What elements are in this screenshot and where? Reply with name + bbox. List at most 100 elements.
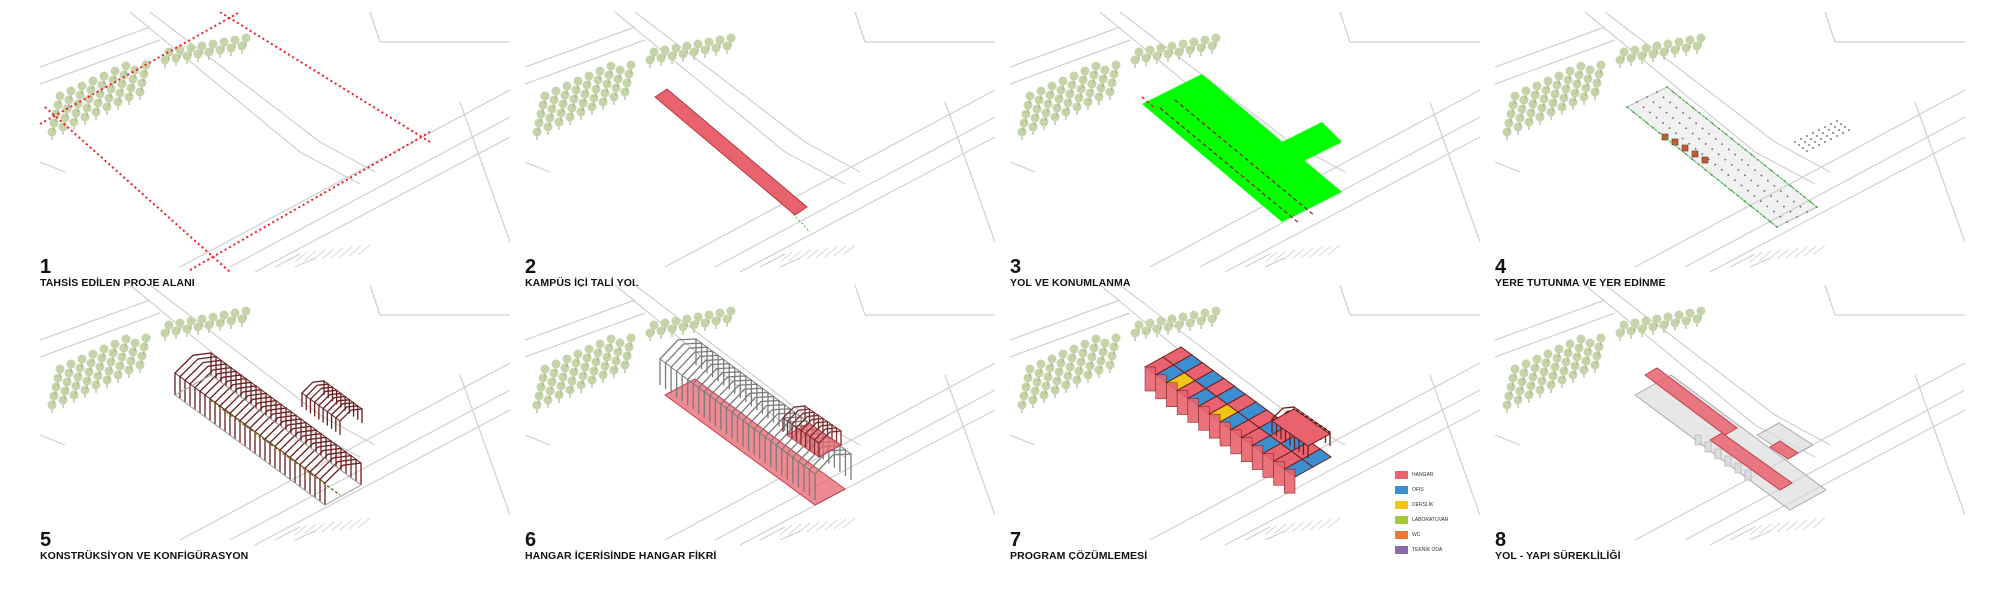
tree-icon — [1047, 354, 1057, 364]
tree-icon — [1537, 376, 1547, 386]
road-line — [274, 253, 301, 268]
tree-icon — [1030, 386, 1040, 396]
legend-label: WC — [1412, 532, 1421, 538]
tree-icon — [82, 376, 92, 386]
portal-frame — [326, 398, 350, 426]
pile-dot — [1704, 143, 1707, 145]
tree-icon — [611, 356, 621, 366]
tree-icon — [600, 88, 610, 98]
tree-icon — [1111, 60, 1121, 70]
tree-icon — [534, 118, 544, 128]
tree-icon — [693, 312, 703, 322]
tree-icon — [64, 368, 74, 378]
portal-frame — [229, 392, 267, 436]
tree-icon — [164, 47, 174, 57]
tree-icon — [139, 69, 149, 79]
tree-icon — [1189, 310, 1199, 320]
boundary-line — [219, 12, 431, 143]
tree-icon — [593, 75, 603, 85]
tree-icon — [1590, 87, 1600, 97]
tree-icon — [606, 61, 616, 71]
tree-icon — [591, 84, 601, 94]
pile-dot — [1818, 144, 1820, 146]
tree-icon — [1109, 342, 1119, 352]
tree-icon — [106, 357, 116, 367]
tree-icon — [171, 53, 181, 63]
tree-icon — [609, 92, 619, 102]
portal-frame — [304, 447, 342, 491]
tree-icon — [1532, 81, 1542, 91]
pile-dot — [1740, 184, 1743, 187]
tree-icon — [534, 391, 544, 401]
legend-label: TEKNİK ODA — [1412, 547, 1443, 553]
tree-icon — [1541, 358, 1551, 368]
tree-icon — [1674, 37, 1684, 47]
tree-icon — [660, 318, 670, 328]
tree-icon — [1145, 45, 1155, 55]
portal-frame — [330, 402, 355, 429]
parking-hatch — [321, 248, 335, 260]
tree-icon — [700, 318, 710, 328]
tree-icon — [55, 91, 65, 101]
tree-icon — [1052, 103, 1062, 113]
road-line — [779, 257, 801, 268]
tree-icon — [128, 74, 138, 84]
portal-frame — [309, 386, 334, 414]
tree-icon — [95, 89, 105, 99]
tree-icon — [164, 320, 174, 330]
tree-icon — [1548, 371, 1558, 381]
tree-icon — [115, 88, 125, 98]
pile-dot — [1800, 138, 1802, 140]
tree-icon — [602, 352, 612, 362]
tree-icon — [1054, 94, 1064, 104]
tree-icon — [536, 109, 546, 119]
tree-icon — [215, 318, 225, 328]
tree-icon — [1515, 386, 1525, 396]
tree-icon — [53, 100, 63, 110]
road-continuity — [1644, 367, 1738, 436]
portal-frame — [305, 383, 329, 411]
pile-dot — [1773, 185, 1776, 187]
tree-icon — [689, 320, 699, 330]
eave-line — [174, 372, 326, 484]
portal-frame — [804, 420, 829, 448]
road-line — [525, 434, 551, 446]
tree-icon — [538, 100, 548, 110]
tree-icon — [1083, 97, 1093, 107]
tree-icon — [556, 381, 566, 391]
parking-hatch — [303, 523, 317, 535]
tree-icon — [237, 314, 247, 324]
tree-icon — [584, 71, 594, 81]
tree-icon — [543, 395, 553, 405]
tree-icon — [1152, 51, 1162, 61]
diagram-5-drawing — [40, 285, 510, 546]
tree-icon — [58, 395, 68, 405]
tree-icon — [1692, 314, 1702, 324]
tree-icon — [1537, 103, 1547, 113]
road-line — [179, 89, 510, 268]
tree-icon — [1163, 322, 1173, 332]
parking-hatch — [1300, 247, 1314, 259]
parking-hatch — [294, 251, 308, 263]
tree-icon — [656, 326, 666, 336]
pile-dot — [1809, 200, 1812, 203]
diagram-7-drawing — [1010, 285, 1480, 546]
pile-dot — [1820, 138, 1822, 140]
portal-frame — [319, 458, 357, 502]
pile-dot — [1818, 129, 1820, 131]
pile-dot — [1830, 138, 1832, 140]
parking-hatch — [824, 519, 838, 531]
parking-hatch — [806, 521, 820, 533]
tree-icon — [545, 386, 555, 396]
road-axis — [1666, 86, 1818, 208]
tree-icon — [569, 367, 579, 377]
parking-hatch — [788, 523, 802, 535]
portal-frame — [322, 395, 346, 423]
program-block — [1144, 366, 1156, 392]
tree-icon — [1130, 328, 1140, 338]
road-line — [944, 101, 995, 243]
tree-icon — [1196, 316, 1206, 326]
road-line — [1604, 12, 1776, 143]
pile-dot — [1708, 132, 1711, 135]
parking-hatch — [1282, 249, 1296, 261]
